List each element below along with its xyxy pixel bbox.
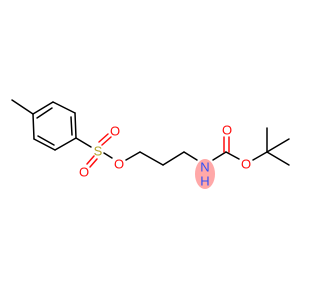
nh-highlight [195,159,215,189]
tert-butyl [266,127,290,166]
bond-methyl [11,99,34,115]
bond-s-o [103,152,113,159]
atom-o-sulfonyl-1: O [110,124,120,139]
bond-o-c1 [125,151,141,161]
bond-c1-c2 [139,151,164,166]
sulfonyl-bonds [86,133,112,168]
bond-o-ctbu [252,151,268,161]
atom-s: S [94,144,103,159]
atom-n: N [200,160,209,175]
atom-h: H [200,174,209,189]
molecule-structure: S O O O N H O O [11,99,290,189]
bond-ring-s [75,137,92,148]
atom-o-sulfonyl-2: O [79,165,89,180]
atom-o-ester: O [114,157,124,172]
bond-c3-n [183,151,198,161]
bond-c-o-ester [225,151,240,160]
bond-n-c [212,151,227,161]
benzene-ring [32,101,77,151]
bond-c2-c3 [162,151,185,166]
atom-o-carbamate: O [241,157,251,172]
atom-o-carbonyl: O [222,123,232,138]
